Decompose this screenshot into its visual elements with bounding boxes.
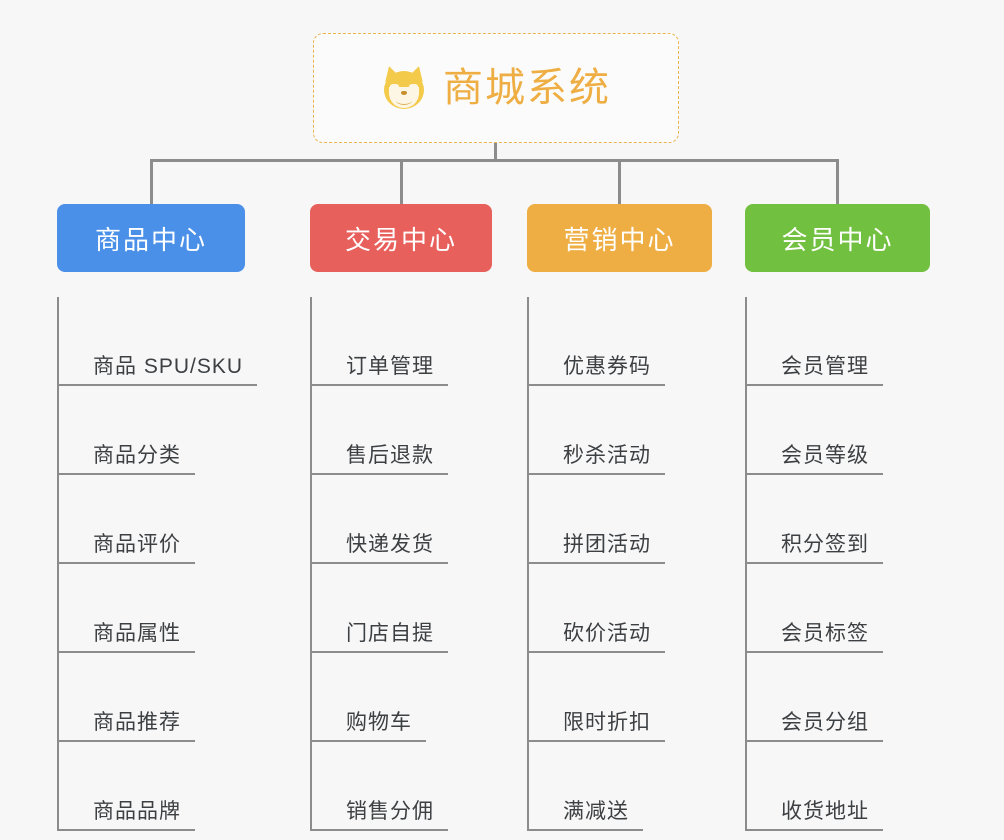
root-node[interactable]: 商城系统 <box>313 33 679 143</box>
leaf-label: 售后退款 <box>312 444 448 475</box>
category-header-1[interactable]: 商品中心 <box>57 204 245 272</box>
list-item[interactable]: 商品品牌 <box>59 742 245 831</box>
leaf-label: 会员分组 <box>747 711 883 742</box>
list-item[interactable]: 订单管理 <box>312 297 492 386</box>
list-item[interactable]: 商品分类 <box>59 386 245 475</box>
leaf-label: 门店自提 <box>312 622 448 653</box>
connector-drop-3 <box>618 159 621 205</box>
category-label: 商品中心 <box>94 224 207 255</box>
list-item[interactable]: 门店自提 <box>312 564 492 653</box>
list-item[interactable]: 会员标签 <box>747 564 930 653</box>
category-label: 交易中心 <box>344 224 457 255</box>
leaf-label: 商品 SPU/SKU <box>59 355 258 386</box>
category-column-2: 交易中心 订单管理 售后退款 快递发货 门店自提 购物车 销售分佣 <box>310 204 492 831</box>
connector-horizontal-bus <box>150 159 839 162</box>
leaf-label: 收货地址 <box>747 800 883 831</box>
list-item[interactable]: 快递发货 <box>312 475 492 564</box>
leaf-label: 商品分类 <box>59 444 195 475</box>
leaf-label: 商品评价 <box>59 533 195 564</box>
leaf-label: 快递发货 <box>312 533 448 564</box>
root-title: 商城系统 <box>443 66 611 110</box>
list-item[interactable]: 秒杀活动 <box>529 386 712 475</box>
leaf-label: 购物车 <box>312 711 426 742</box>
leaf-label: 秒杀活动 <box>529 444 665 475</box>
list-item[interactable]: 购物车 <box>312 653 492 742</box>
list-item[interactable]: 限时折扣 <box>529 653 712 742</box>
leaf-label: 会员管理 <box>747 355 883 386</box>
list-item[interactable]: 拼团活动 <box>529 475 712 564</box>
list-item[interactable]: 优惠券码 <box>529 297 712 386</box>
connector-root-stem <box>494 143 497 161</box>
leaf-label: 限时折扣 <box>529 711 665 742</box>
list-item[interactable]: 满减送 <box>529 742 712 831</box>
connector-drop-1 <box>150 159 153 205</box>
connector-trunk-2 <box>310 297 312 831</box>
leaf-label: 订单管理 <box>312 355 448 386</box>
category-header-4[interactable]: 会员中心 <box>745 204 930 272</box>
leaf-list-1: 商品 SPU/SKU 商品分类 商品评价 商品属性 商品推荐 商品品牌 <box>57 297 258 831</box>
category-header-3[interactable]: 营销中心 <box>527 204 712 272</box>
leaf-list-4: 会员管理 会员等级 积分签到 会员标签 会员分组 收货地址 <box>745 297 930 831</box>
leaf-label: 砍价活动 <box>529 622 665 653</box>
leaf-label: 商品品牌 <box>59 800 195 831</box>
leaf-label: 会员标签 <box>747 622 883 653</box>
list-item[interactable]: 会员等级 <box>747 386 930 475</box>
category-column-1: 商品中心 商品 SPU/SKU 商品分类 商品评价 商品属性 商品推荐 商品品牌 <box>57 204 258 831</box>
list-item[interactable]: 商品属性 <box>59 564 245 653</box>
list-item[interactable]: 销售分佣 <box>312 742 492 831</box>
connector-drop-4 <box>836 159 839 205</box>
list-item[interactable]: 收货地址 <box>747 742 930 831</box>
shiba-dog-face-icon <box>381 64 427 111</box>
leaf-label: 销售分佣 <box>312 800 448 831</box>
category-column-4: 会员中心 会员管理 会员等级 积分签到 会员标签 会员分组 收货地址 <box>745 204 930 831</box>
leaf-label: 优惠券码 <box>529 355 665 386</box>
category-label: 会员中心 <box>781 224 894 255</box>
leaf-label: 积分签到 <box>747 533 883 564</box>
category-label: 营销中心 <box>563 224 676 255</box>
connector-trunk-4 <box>745 297 747 831</box>
leaf-list-2: 订单管理 售后退款 快递发货 门店自提 购物车 销售分佣 <box>310 297 492 831</box>
leaf-label: 会员等级 <box>747 444 883 475</box>
leaf-label: 拼团活动 <box>529 533 665 564</box>
connector-trunk-3 <box>527 297 529 831</box>
connector-trunk-1 <box>57 297 59 831</box>
list-item[interactable]: 积分签到 <box>747 475 930 564</box>
leaf-label: 满减送 <box>529 800 643 831</box>
connector-drop-2 <box>400 159 403 205</box>
list-item[interactable]: 商品评价 <box>59 475 245 564</box>
category-column-3: 营销中心 优惠券码 秒杀活动 拼团活动 砍价活动 限时折扣 满减送 <box>527 204 712 831</box>
leaf-label: 商品属性 <box>59 622 195 653</box>
list-item[interactable]: 售后退款 <box>312 386 492 475</box>
list-item[interactable]: 会员管理 <box>747 297 930 386</box>
list-item[interactable]: 砍价活动 <box>529 564 712 653</box>
leaf-label: 商品推荐 <box>59 711 195 742</box>
list-item[interactable]: 商品 SPU/SKU <box>59 297 258 386</box>
list-item[interactable]: 会员分组 <box>747 653 930 742</box>
leaf-list-3: 优惠券码 秒杀活动 拼团活动 砍价活动 限时折扣 满减送 <box>527 297 712 831</box>
category-header-2[interactable]: 交易中心 <box>310 204 492 272</box>
list-item[interactable]: 商品推荐 <box>59 653 245 742</box>
